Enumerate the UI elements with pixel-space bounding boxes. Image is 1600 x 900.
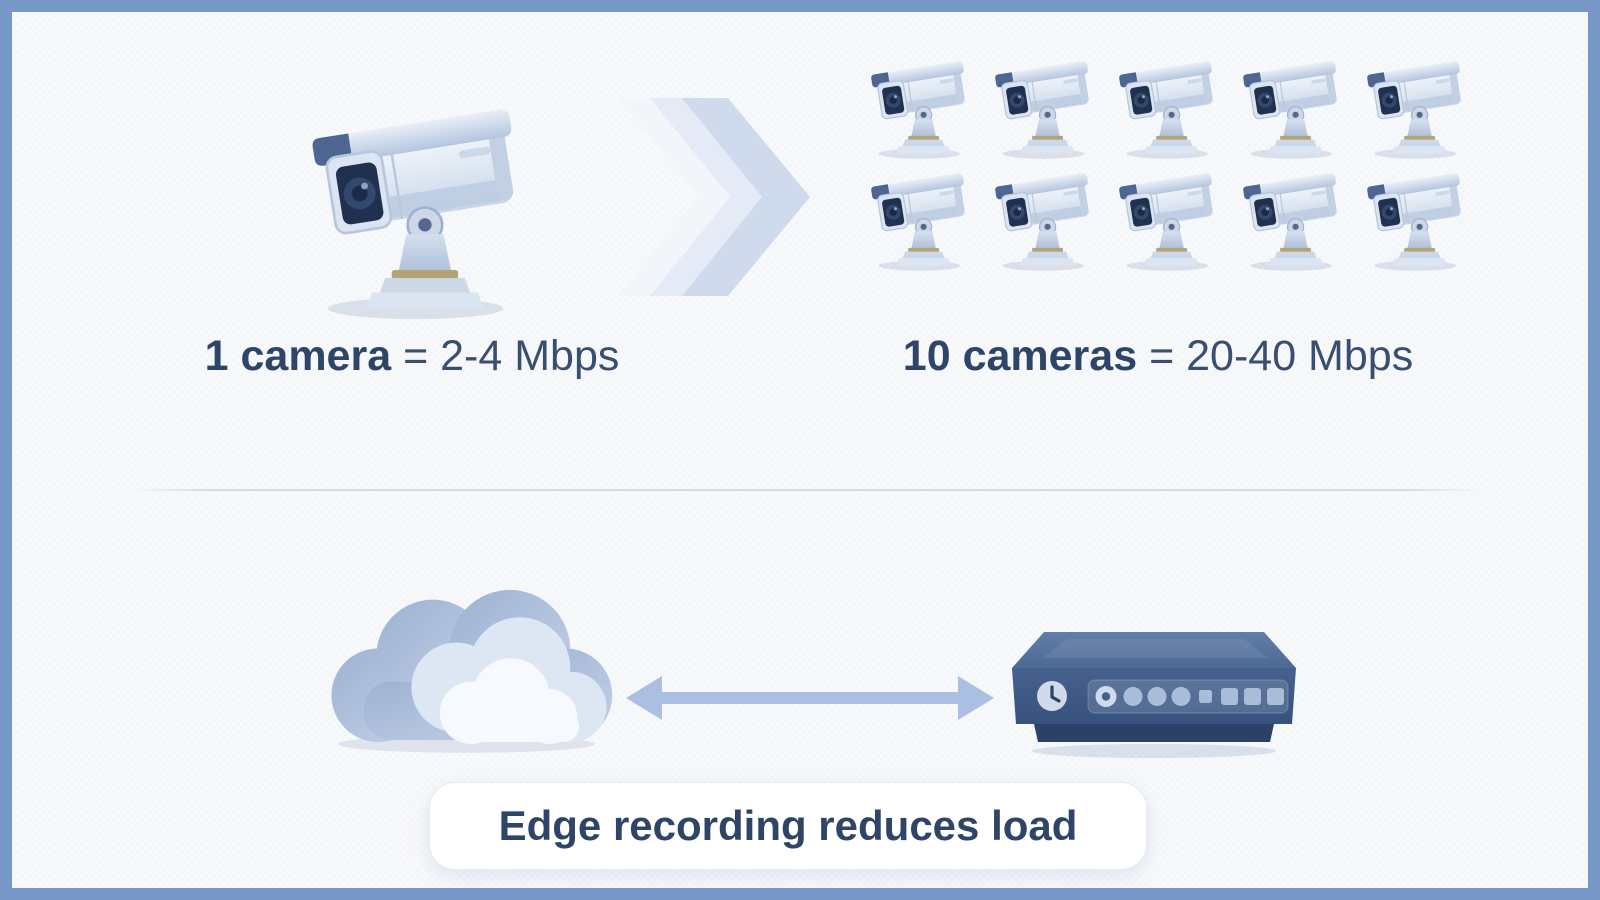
cctv-camera-icon <box>850 38 986 162</box>
multi-camera-count: 10 cameras <box>902 332 1138 380</box>
camera-illustration <box>1222 38 1346 150</box>
camera-illustration <box>1222 150 1346 262</box>
camera-illustration <box>1098 150 1222 262</box>
cctv-camera-icon <box>1346 150 1482 274</box>
cloud-icon <box>331 589 613 753</box>
nvr-recorder-icon <box>1012 632 1296 758</box>
single-camera-count: 1 camera <box>204 332 392 380</box>
single-camera-rate: = 2-4 Mbps <box>391 332 620 380</box>
camera-illustration <box>974 38 1098 150</box>
camera-illustration <box>850 150 974 262</box>
cctv-camera-icon <box>1098 38 1234 162</box>
cctv-camera-icon <box>974 150 1110 274</box>
caption-pill: Edge recording reduces load <box>429 782 1147 870</box>
multi-camera-rate: = 20-40 Mbps <box>1137 332 1414 380</box>
cctv-camera-icon <box>1098 150 1234 274</box>
double-chevron-right-icon <box>618 98 810 296</box>
bidirectional-arrow-icon <box>626 676 994 720</box>
cctv-camera-icon <box>1222 38 1358 162</box>
camera-illustration <box>1346 150 1470 262</box>
single-camera-bandwidth-label: 1 camera = 2-4 Mbps <box>112 328 712 384</box>
single-camera-illustration <box>267 60 559 326</box>
cctv-camera-icon <box>1222 150 1358 274</box>
camera-illustration <box>850 38 974 150</box>
cctv-camera-icon <box>974 38 1110 162</box>
camera-illustration <box>1098 38 1222 150</box>
cctv-camera-icon <box>267 60 559 326</box>
camera-illustration <box>974 150 1098 262</box>
camera-grid <box>850 38 1470 262</box>
cctv-camera-icon <box>1346 38 1482 162</box>
caption-text: Edge recording reduces load <box>498 802 1078 849</box>
cctv-camera-icon <box>850 150 986 274</box>
section-divider <box>130 489 1484 491</box>
camera-illustration <box>1346 38 1470 150</box>
multi-camera-bandwidth-label: 10 cameras = 20-40 Mbps <box>858 328 1458 384</box>
